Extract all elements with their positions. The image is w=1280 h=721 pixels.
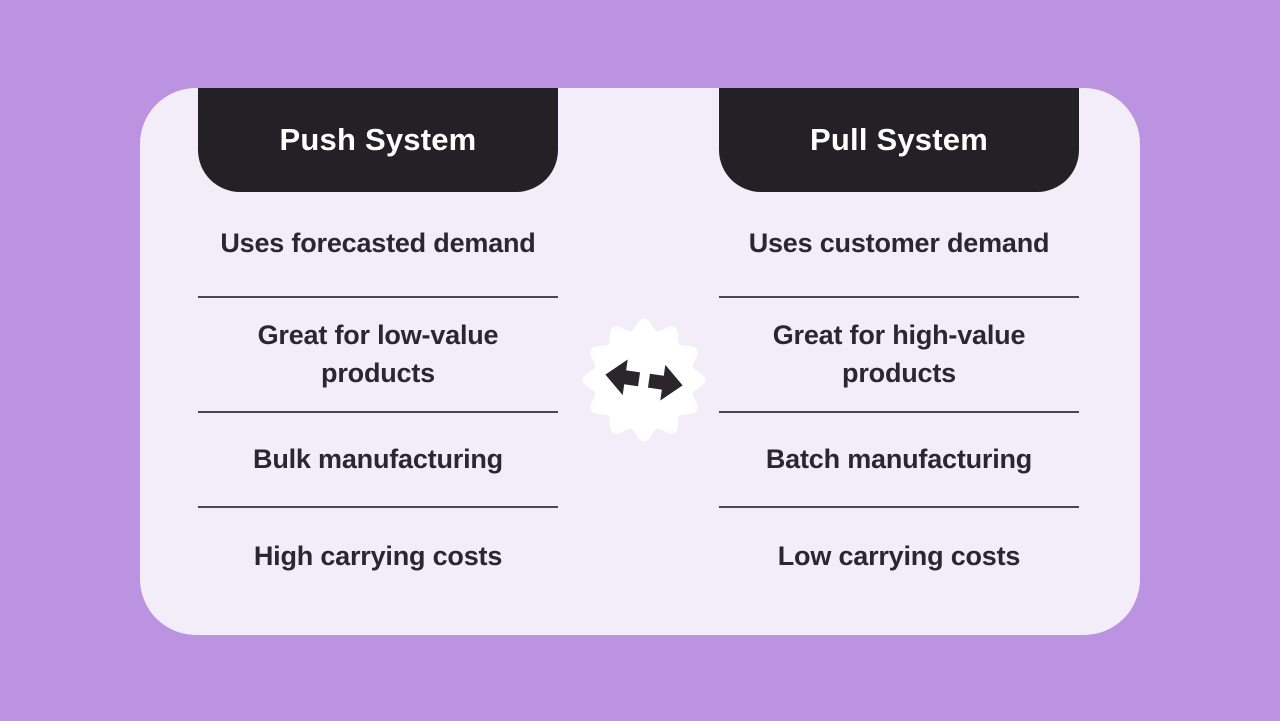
table-row: Great for high-value products	[719, 296, 1079, 411]
pull-row-label: Batch manufacturing	[765, 443, 1033, 474]
left-right-arrows-icon	[582, 318, 706, 442]
table-row: Low carrying costs	[719, 506, 1079, 606]
pull-row-label: Low carrying costs	[777, 541, 1021, 572]
pull-row-label: Great for high-value products	[772, 319, 1026, 388]
push-header-label: Push System	[279, 122, 477, 157]
push-header: Push System	[198, 88, 558, 192]
left-arrow-icon	[605, 359, 641, 396]
table-row: Batch manufacturing	[719, 411, 1079, 506]
table-row: Uses customer demand	[719, 192, 1079, 296]
pull-column: Pull System Uses customer demand Great f…	[719, 88, 1079, 606]
table-row: Uses forecasted demand	[198, 192, 558, 296]
push-column: Push System Uses forecasted demand Great…	[198, 88, 558, 606]
push-row-label: Bulk manufacturing	[253, 443, 503, 474]
compare-badge	[580, 316, 708, 444]
table-row: Great for low-value products	[198, 296, 558, 411]
push-row-label: Uses forecasted demand	[220, 228, 536, 259]
push-row-label: Great for low-value products	[257, 319, 499, 388]
pull-header-label: Pull System	[810, 122, 988, 157]
right-arrow-icon	[647, 364, 683, 401]
table-row: Bulk manufacturing	[198, 411, 558, 506]
push-row-label: High carrying costs	[253, 541, 503, 572]
table-row: High carrying costs	[198, 506, 558, 606]
pull-row-label: Uses customer demand	[748, 228, 1050, 259]
pull-header: Pull System	[719, 88, 1079, 192]
comparison-card: Push System Uses forecasted demand Great…	[140, 88, 1140, 635]
